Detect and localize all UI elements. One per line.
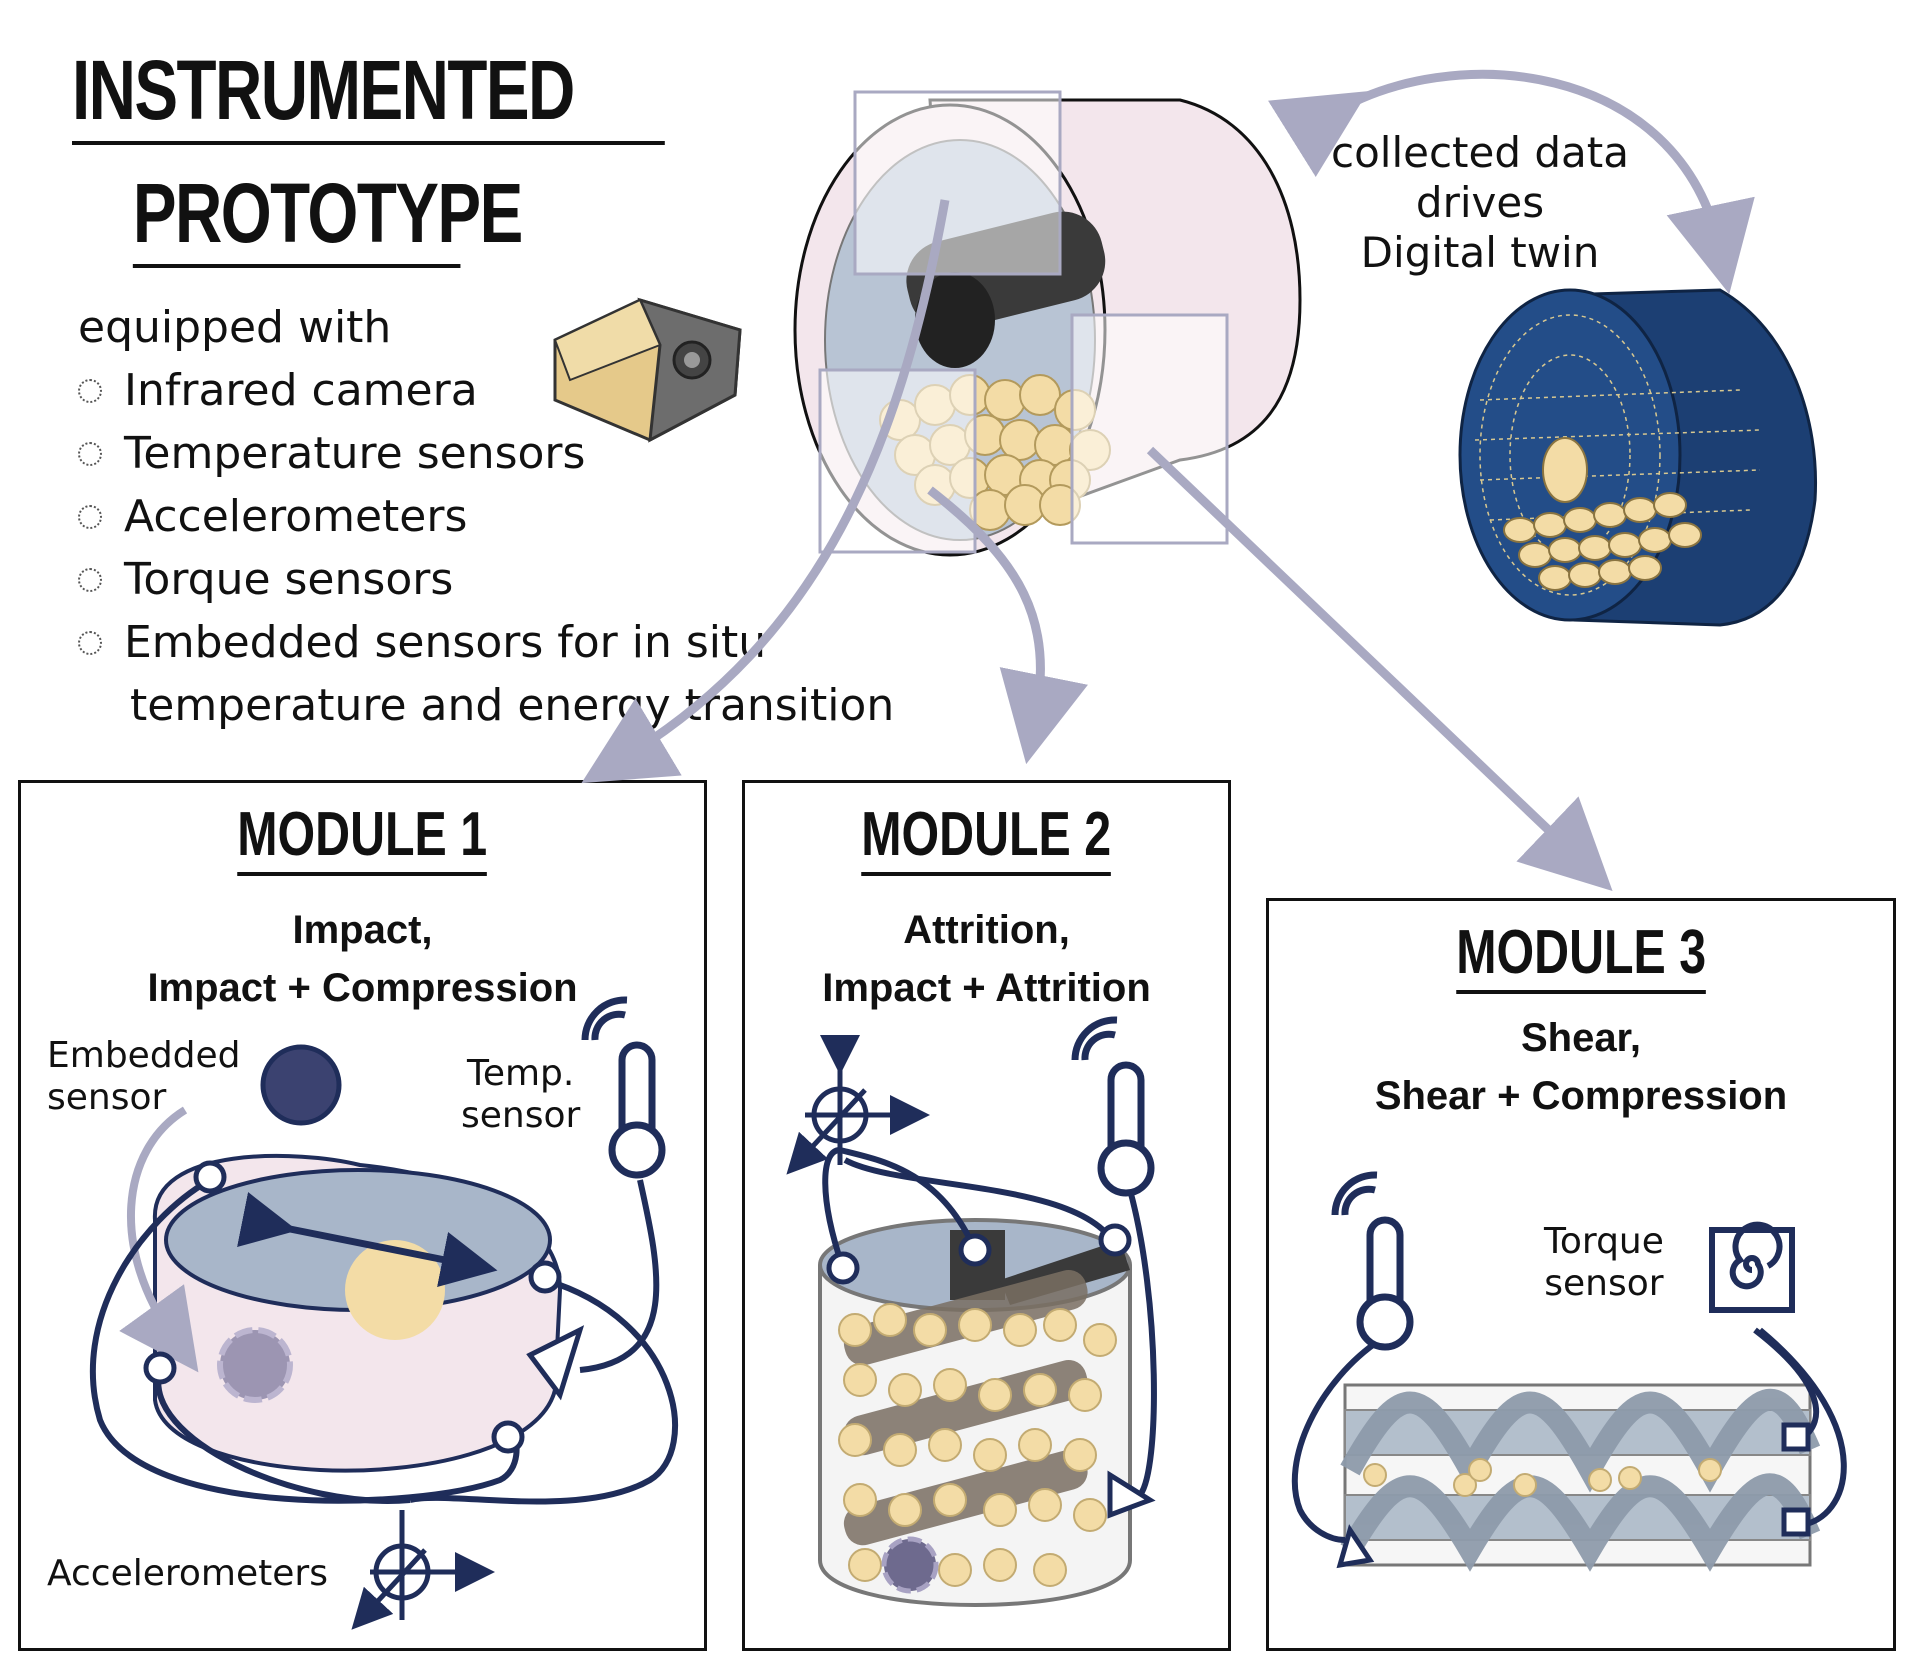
module-3-subtitle: Shear, Shear + Compression (1374, 1016, 1788, 1118)
title-line-1: INSTRUMENTED (72, 40, 665, 145)
equipment-item: Temperature sensors (78, 422, 894, 485)
equipment-item: Infrared camera (78, 359, 894, 422)
module-1-panel: MODULE 1 Impact, Impact + Compression Em… (18, 780, 707, 1651)
module-1-title: MODULE 1 (21, 799, 704, 876)
title-line-2: PROTOTYPE (132, 163, 523, 268)
equipment-item: Embedded sensors for in situ (78, 611, 894, 674)
bullet-icon (78, 567, 102, 592)
digital-twin-caption: collected data drives Digital twin (1331, 128, 1629, 277)
digital-twin-drum (1458, 288, 1818, 627)
embedded-sensor-label: Embedded sensor (47, 1035, 241, 1118)
bullet-icon (78, 441, 102, 466)
module-2-title: MODULE 2 (745, 799, 1228, 876)
page-title: INSTRUMENTED PROTOTYPE (72, 40, 665, 268)
temp-sensor-label: Temp. sensor (461, 1053, 581, 1136)
equipment-item: Accelerometers (78, 485, 894, 548)
module-3-title: MODULE 3 (1269, 917, 1893, 994)
module-2-subtitle: Attrition, Impact + Attrition (822, 908, 1151, 1010)
bullet-icon (78, 504, 102, 529)
bullet-icon (78, 378, 102, 403)
equipment-list: equipped with Infrared camera Temperatur… (78, 296, 894, 737)
bullet-icon (78, 630, 102, 655)
module-2-panel: MODULE 2 Attrition, Impact + Attrition (742, 780, 1231, 1651)
module-1-subtitle: Impact, Impact + Compression (147, 908, 578, 1010)
equipment-item: Torque sensors (78, 548, 894, 611)
equipment-intro: equipped with (78, 302, 392, 353)
accelerometers-label: Accelerometers (47, 1553, 328, 1594)
torque-sensor-label: Torque sensor (1544, 1221, 1664, 1304)
module-3-panel: MODULE 3 Shear, Shear + Compression Torq… (1266, 898, 1896, 1651)
equipment-item-continuation: temperature and energy transition (130, 680, 895, 731)
